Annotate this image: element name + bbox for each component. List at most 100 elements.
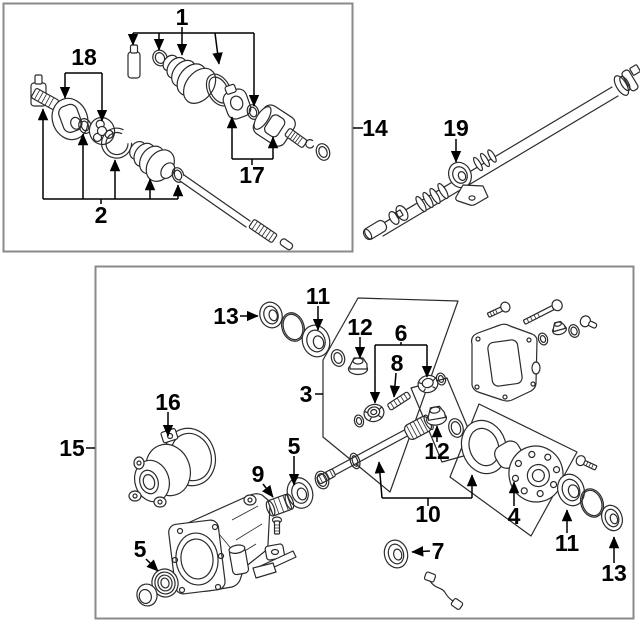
bolt-icon — [575, 455, 598, 471]
callout-11-lower: 11 — [555, 509, 580, 556]
coupling-icon — [128, 427, 217, 508]
differential-case-icon — [494, 440, 564, 503]
boot-band-icon — [101, 127, 133, 159]
callout-4-label: 4 — [508, 503, 521, 529]
callout-4: 4 — [508, 481, 521, 529]
callout-16-label: 16 — [155, 389, 181, 415]
callout-7: 7 — [411, 538, 445, 564]
washer-icon — [568, 324, 580, 338]
nut-icon — [552, 320, 567, 336]
callout-5-upper-label: 5 — [288, 433, 301, 459]
o-ring-icon — [579, 488, 605, 518]
callout-13-upper: 13 — [213, 303, 259, 329]
o-ring-icon — [281, 312, 305, 342]
callout-9: 9 — [252, 461, 274, 498]
pinion-shaft-stud-icon — [387, 391, 411, 411]
pinion-nut-icon — [426, 405, 448, 426]
cv-boot-icon — [162, 54, 217, 104]
callout-15-label: 15 — [59, 435, 85, 461]
splined-stub-icon — [284, 128, 315, 149]
drive-gear-washer-icon — [460, 419, 508, 475]
callout-13-lower-label: 13 — [601, 560, 627, 586]
callout-10: 10 — [374, 461, 478, 527]
plug-icon — [579, 315, 598, 329]
callout-8: 8 — [389, 350, 404, 398]
callout-17: 17 — [226, 116, 279, 188]
callout-11-upper-label: 11 — [306, 283, 331, 309]
cap-icon — [136, 583, 158, 607]
callout-18: 18 — [59, 44, 108, 122]
washer-icon — [314, 470, 330, 490]
callout-11-lower-label: 11 — [555, 530, 580, 556]
ribbed-boot-icon — [151, 568, 179, 598]
rear-differential-group — [128, 297, 623, 610]
carrier-housing-icon — [168, 493, 271, 595]
callout-3: 3 — [300, 381, 323, 407]
propeller-shaft-group — [362, 64, 640, 241]
side-bearing-icon — [301, 324, 331, 358]
callout-2: 2 — [37, 108, 184, 228]
callouts: 1 18 2 17 14 — [37, 4, 627, 586]
shaft-sleeve-rings-icon — [415, 182, 449, 213]
cover-bolt-long-icon — [523, 299, 563, 325]
callout-14: 14 — [353, 115, 388, 141]
thrust-washer-icon — [435, 372, 447, 386]
callout-1: 1 — [127, 4, 260, 107]
shaft-front-tip-icon — [362, 219, 388, 241]
side-oil-seal-icon — [259, 301, 283, 329]
mounting-stay-icon — [252, 543, 297, 579]
callout-13-upper-label: 13 — [213, 303, 239, 329]
outer-cv-joint-icon — [51, 97, 89, 141]
callout-7-label: 7 — [432, 538, 445, 564]
oil-seal-icon — [383, 539, 409, 569]
callout-8-label: 8 — [391, 350, 404, 376]
callout-14-label: 14 — [362, 115, 388, 141]
callout-10-label: 10 — [415, 501, 441, 527]
callout-12-upper-label: 12 — [347, 314, 373, 340]
rear-cover-icon — [471, 323, 541, 402]
grease-tube-icon — [127, 44, 141, 79]
side-gear-icon — [363, 403, 385, 423]
callout-19-label: 19 — [443, 115, 469, 141]
callout-1-label: 1 — [176, 4, 189, 30]
callout-15: 15 — [59, 435, 95, 461]
drive-pinion-shaft-icon — [316, 414, 434, 485]
side-bearing-icon — [557, 473, 585, 507]
rear-differential-panel-border — [94, 265, 635, 620]
bearing-bracket-icon — [455, 184, 489, 206]
callout-12-lower-label: 12 — [424, 438, 450, 464]
callout-18-label: 18 — [71, 44, 97, 70]
callout-13-lower: 13 — [601, 536, 627, 586]
callout-3-label: 3 — [300, 381, 313, 407]
callout-6-label: 6 — [395, 320, 408, 346]
washer-icon — [448, 418, 464, 438]
front-axle-group — [30, 44, 331, 251]
callout-12-upper: 12 — [347, 314, 373, 359]
pinion-nut-icon — [347, 357, 369, 376]
inner-cv-joint-icon — [252, 104, 296, 147]
callout-17-label: 17 — [239, 162, 265, 188]
callout-11-upper: 11 — [306, 283, 331, 331]
callout-9-label: 9 — [252, 461, 265, 487]
u-joint-icon — [388, 205, 409, 225]
side-oil-seal-icon — [601, 504, 623, 532]
callout-2-label: 2 — [95, 202, 108, 228]
callout-12-lower: 12 — [424, 425, 450, 464]
shaft-rear-rings-icon — [472, 149, 497, 172]
callout-5-lower: 5 — [134, 536, 159, 572]
callout-6: 6 — [369, 320, 433, 404]
cv-boot-icon — [129, 140, 176, 182]
washer-icon — [330, 349, 346, 367]
ring-icon — [315, 143, 331, 161]
thrust-washer-icon — [353, 414, 365, 428]
callout-19: 19 — [443, 115, 469, 163]
cover-bolt-short-icon — [487, 301, 511, 318]
rear-flange-icon — [613, 64, 640, 96]
bolt-icon — [271, 516, 283, 535]
callout-5-upper: 5 — [288, 433, 301, 486]
callout-5-lower-label: 5 — [134, 536, 147, 562]
front-axle-panel-border — [2, 2, 354, 253]
washer-icon — [537, 332, 549, 346]
